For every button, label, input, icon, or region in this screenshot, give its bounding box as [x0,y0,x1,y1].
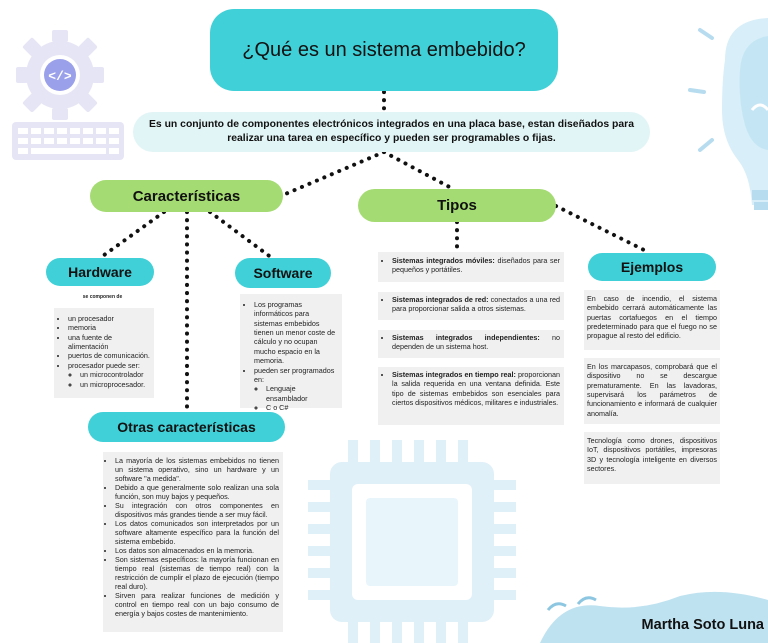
otras-box: La mayoría de los sistemas embebidos no … [103,452,283,632]
software-label: Software [253,265,313,281]
list-item: Lenguaje ensamblador [266,384,338,403]
ejemplo-box-1: En caso de incendio, el sistema embebido… [584,290,720,350]
ejemplo-text: En los marcapasos, comprobará que el dis… [587,362,717,418]
tipo-text: diseñados para ser pequeños y portátiles… [392,256,560,275]
caracteristicas-node: Características [90,180,283,212]
lightbulb-icon [688,18,768,210]
connector-definition-caracteristicas [281,150,386,197]
otras-list: La mayoría de los sistemas embebidos no … [105,456,279,618]
hardware-list: un procesador memoria una fuente de alim… [58,314,152,389]
ejemplo-box-2: En los marcapasos, comprobará que el dis… [584,358,720,424]
author-name: Martha Soto Luna [641,617,764,633]
list-item: Sistemas integrados de red: conectados a… [392,295,560,314]
tipo-box-2: Sistemas integrados de red: conectados a… [378,292,564,320]
tipo-title: Sistemas integrados independientes: [392,333,540,342]
ejemplos-node: Ejemplos [588,253,716,281]
list-item: C o C# [266,403,338,412]
connector-caracteristicas-hardware [98,210,166,260]
connector-tipos-ejemplos [554,204,652,255]
list-item: Debido a que generalmente solo realizan … [115,483,279,501]
hardware-connector-text: se componen de [82,294,123,300]
list-item: Los datos son almacenados en la memoria. [115,546,279,555]
list-item: un procesador [68,314,152,323]
tipo-text: proporcionan la salida requerida en una … [392,370,560,408]
list-item: La mayoría de los sistemas embebidos no … [115,456,279,483]
otras-label: Otras características [117,419,256,435]
definition-node: Es un conjunto de componentes electrónic… [133,112,650,152]
list-item-text: pueden ser programados en: [254,365,335,384]
definition-text: Es un conjunto de componentes electrónic… [148,119,635,144]
list-item: Los programas informáticos para sistemas… [254,300,338,366]
tipo-box-1: Sistemas integrados móviles: diseñados p… [378,252,564,282]
title-node: ¿Qué es un sistema embebido? [210,9,558,91]
microchip-icon [308,440,516,643]
wave-decoration [540,591,768,643]
list-item: una fuente de alimentación [68,333,152,352]
list-item: memoria [68,323,152,332]
hardware-label: Hardware [68,264,132,280]
list-item: un microcontrolador [80,370,152,379]
ejemplo-text: En caso de incendio, el sistema embebido… [587,294,717,341]
ejemplo-text: Tecnología como drones, dispositivos IoT… [587,436,717,474]
connector-definition-tipos [382,150,457,192]
tipo-title: Sistemas integrados en tiempo real: [392,370,516,379]
software-sublist: Lenguaje ensamblador C o C# [254,384,338,412]
caracteristicas-label: Características [132,187,241,205]
page-title: ¿Qué es un sistema embebido? [242,38,526,61]
tipo-text: conectados a una red para proporcionar s… [392,295,560,314]
ejemplo-box-3: Tecnología como drones, dispositivos IoT… [584,432,720,484]
list-item: Son sistemas específicos: la mayoría fun… [115,555,279,591]
list-item: Sistemas integrados independientes: no d… [392,333,560,352]
gear-code-icon: </> [16,30,104,120]
tipo-box-3: Sistemas integrados independientes: no d… [378,330,564,358]
list-item: Los datos comunicados son interpretados … [115,519,279,546]
list-item: procesador puede ser: un microcontrolado… [68,361,152,389]
hardware-node: Hardware [46,258,154,286]
hardware-box: un procesador memoria una fuente de alim… [54,308,154,398]
list-item-text: procesador puede ser: [68,360,140,370]
otras-node: Otras características [88,412,285,442]
hardware-sublist: un microcontrolador un microprocesador. [68,370,152,389]
tipo-text: no dependen de un sistema host. [392,333,560,352]
ejemplos-label: Ejemplos [620,259,684,275]
svg-text:</>: </> [48,69,72,84]
software-box: Los programas informáticos para sistemas… [240,294,342,412]
list-item: pueden ser programados en: Lenguaje ensa… [254,366,338,413]
list-item: Su integración con otros componentes en … [115,501,279,519]
tipo-box-4: Sistemas integrados en tiempo real: prop… [378,367,564,425]
list-item: Sistemas integrados en tiempo real: prop… [392,370,560,407]
list-item: un microprocesador. [80,380,152,389]
software-list: Los programas informáticos para sistemas… [244,300,338,412]
list-item: Sistemas integrados móviles: diseñados p… [392,256,560,275]
software-node: Software [235,258,331,288]
connector-caracteristicas-software [208,210,274,260]
list-item: puertos de comunicación. [68,351,152,360]
keyboard-icon [12,122,124,160]
tipo-title: Sistemas integrados móviles: [392,256,495,265]
tipos-label: Tipos [437,197,477,214]
tipos-node: Tipos [358,189,556,222]
tipo-title: Sistemas integrados de red: [392,295,489,304]
list-item: Sirven para realizar funciones de medici… [115,591,279,618]
